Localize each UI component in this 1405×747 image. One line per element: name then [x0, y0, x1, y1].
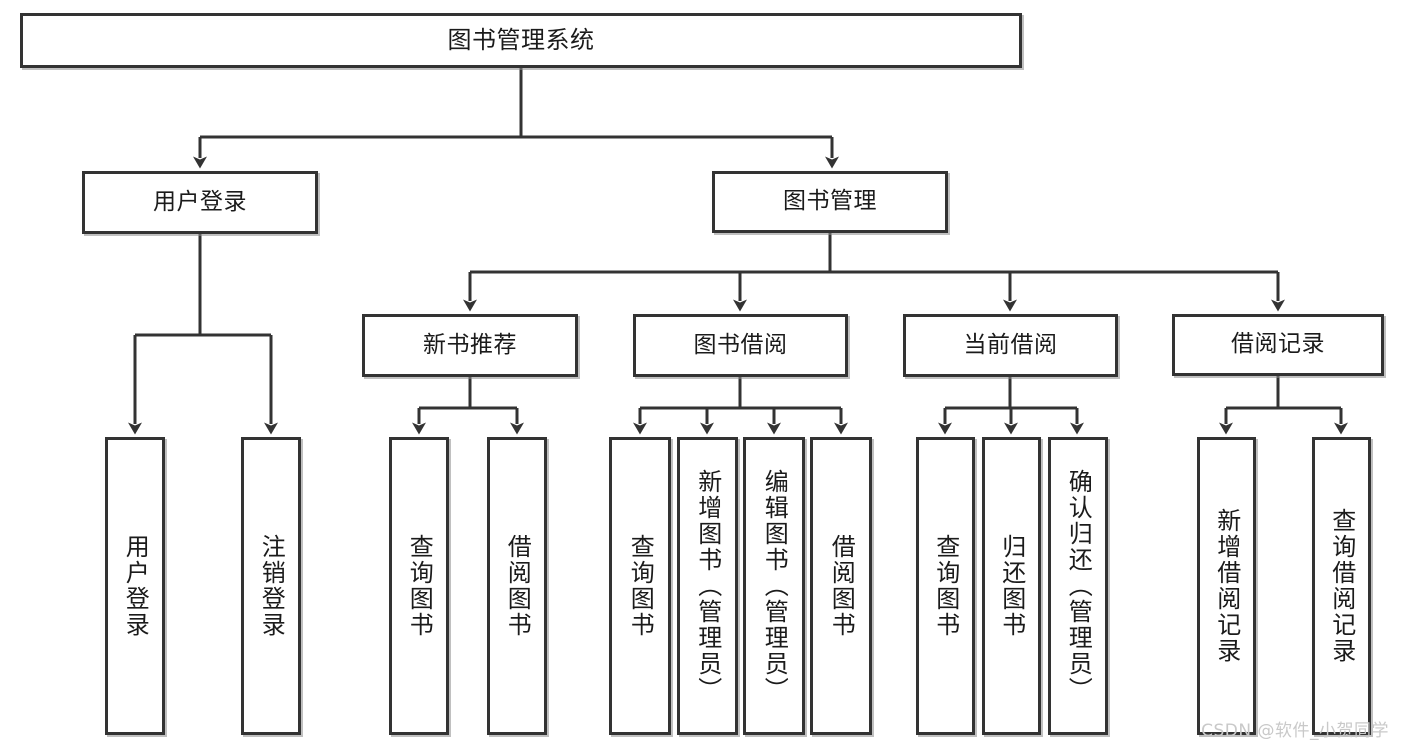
leaf-current-borrow-confirm-return[interactable]: 确认归还（管理员） — [1048, 437, 1108, 735]
watermark: CSDN @软件_小贺同学 — [1201, 721, 1389, 741]
node-label: 查询图书 — [931, 534, 960, 638]
node-label: 查询图书 — [626, 534, 655, 638]
leaf-book-borrow-lend[interactable]: 借阅图书 — [810, 437, 872, 735]
leaf-book-borrow-query[interactable]: 查询图书 — [609, 437, 671, 735]
node-label: 用户登录 — [153, 188, 247, 215]
node-label: 归还图书 — [997, 534, 1026, 638]
node-label: 图书管理系统 — [447, 26, 595, 55]
node-book-management[interactable]: 图书管理 — [712, 171, 948, 233]
leaf-borrow-record-add[interactable]: 新增借阅记录 — [1197, 437, 1256, 735]
node-label: 新书推荐 — [423, 331, 517, 358]
leaf-book-borrow-edit[interactable]: 编辑图书（管理员） — [743, 437, 805, 735]
node-label: 借阅图书 — [503, 534, 532, 638]
node-user-login[interactable]: 用户登录 — [82, 171, 318, 234]
node-label: 用户登录 — [121, 534, 150, 638]
node-label: 新增图书（管理员） — [693, 469, 722, 703]
node-label: 确认归还（管理员） — [1064, 469, 1093, 703]
leaf-user-login-signout[interactable]: 注销登录 — [241, 437, 301, 735]
leaf-book-borrow-add[interactable]: 新增图书（管理员） — [677, 437, 738, 735]
node-label: 图书借阅 — [693, 331, 788, 358]
node-label: 当前借阅 — [963, 331, 1058, 358]
node-label: 编辑图书（管理员） — [760, 469, 789, 703]
leaf-current-borrow-return[interactable]: 归还图书 — [982, 437, 1041, 735]
node-label: 查询借阅记录 — [1327, 508, 1356, 664]
node-label: 注销登录 — [257, 534, 286, 638]
leaf-new-book-query[interactable]: 查询图书 — [389, 437, 449, 735]
node-label: 借阅图书 — [827, 534, 856, 638]
node-label: 新增借阅记录 — [1212, 508, 1241, 664]
leaf-user-login-signin[interactable]: 用户登录 — [105, 437, 165, 735]
node-book-borrow[interactable]: 图书借阅 — [633, 314, 848, 377]
node-root-book-management-system[interactable]: 图书管理系统 — [20, 13, 1022, 68]
leaf-new-book-borrow[interactable]: 借阅图书 — [487, 437, 547, 735]
node-borrow-record[interactable]: 借阅记录 — [1172, 314, 1384, 376]
leaf-current-borrow-query[interactable]: 查询图书 — [916, 437, 975, 735]
node-new-book-recommend[interactable]: 新书推荐 — [362, 314, 578, 377]
leaf-borrow-record-query[interactable]: 查询借阅记录 — [1312, 437, 1371, 735]
node-label: 查询图书 — [405, 534, 434, 638]
node-current-borrow[interactable]: 当前借阅 — [903, 314, 1118, 377]
node-label: 图书管理 — [783, 188, 877, 215]
node-label: 借阅记录 — [1231, 331, 1325, 358]
